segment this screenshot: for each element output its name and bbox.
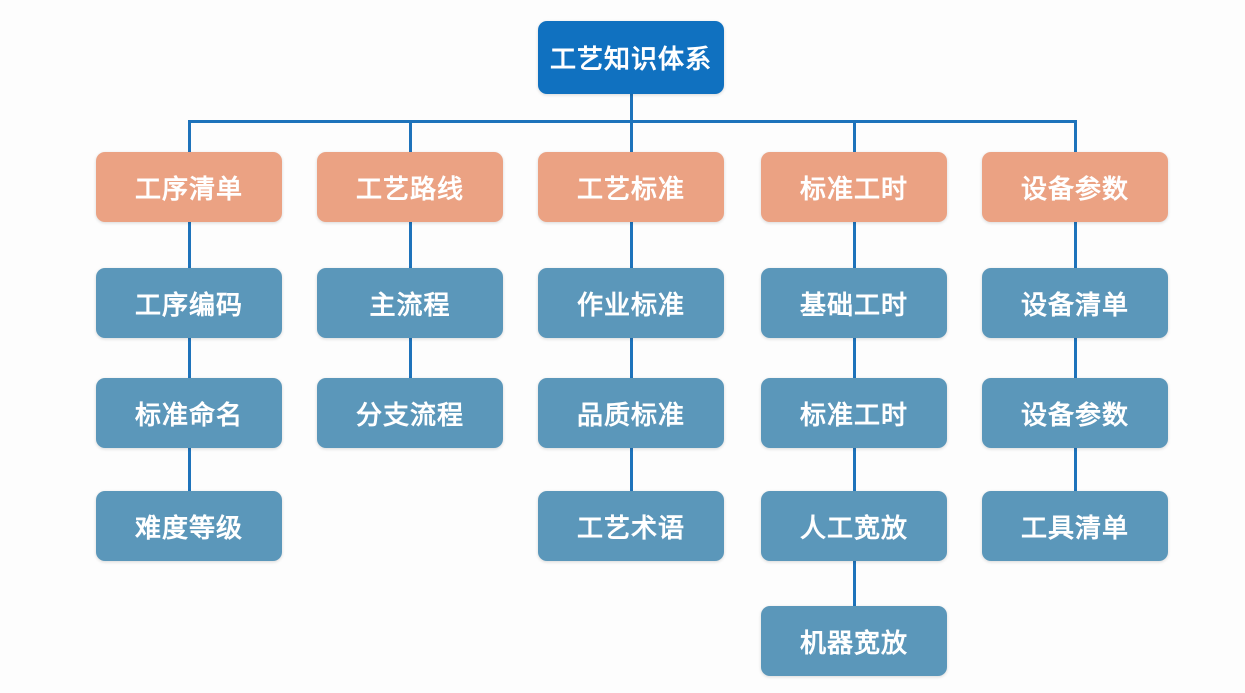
- child-main-flow: 主流程: [317, 268, 503, 338]
- child-standard-hours: 标准工时: [761, 378, 947, 448]
- child-branch-flow: 分支流程: [317, 378, 503, 448]
- connector-root-stem: [630, 93, 633, 123]
- child-standard-naming: 标准命名: [96, 378, 282, 448]
- root-node: 工艺知识体系: [538, 21, 724, 94]
- branch-process-list: 工序清单: [96, 152, 282, 222]
- child-manual-allowance: 人工宽放: [761, 491, 947, 561]
- child-operation-standard: 作业标准: [538, 268, 724, 338]
- child-quality-standard: 品质标准: [538, 378, 724, 448]
- child-process-terminology: 工艺术语: [538, 491, 724, 561]
- child-process-code: 工序编码: [96, 268, 282, 338]
- child-equipment-list: 设备清单: [982, 268, 1168, 338]
- child-tool-list: 工具清单: [982, 491, 1168, 561]
- child-difficulty-level: 难度等级: [96, 491, 282, 561]
- child-equipment-params: 设备参数: [982, 378, 1168, 448]
- branch-process-route: 工艺路线: [317, 152, 503, 222]
- branch-standard-hours: 标准工时: [761, 152, 947, 222]
- branch-process-standard: 工艺标准: [538, 152, 724, 222]
- connector-column-2: [409, 120, 412, 410]
- branch-equipment-params: 设备参数: [982, 152, 1168, 222]
- child-basic-hours: 基础工时: [761, 268, 947, 338]
- child-machine-allowance: 机器宽放: [761, 606, 947, 676]
